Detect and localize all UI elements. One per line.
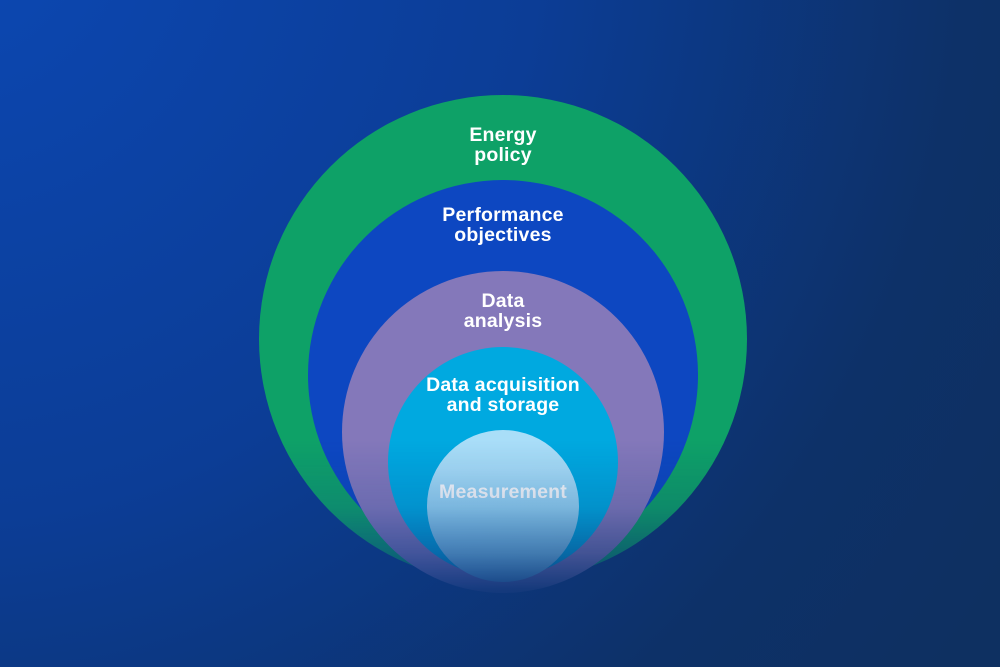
ring-label-performance-objectives: Performance objectives	[442, 204, 564, 246]
ring-label-data-acquisition-storage: Data acquisition and storage	[426, 374, 580, 416]
ring-label-energy-policy: Energy policy	[469, 124, 537, 166]
ring-measurement: Measurement	[427, 430, 579, 582]
ring-label-measurement: Measurement	[439, 481, 567, 503]
ring-label-data-analysis: Data analysis	[463, 290, 543, 332]
